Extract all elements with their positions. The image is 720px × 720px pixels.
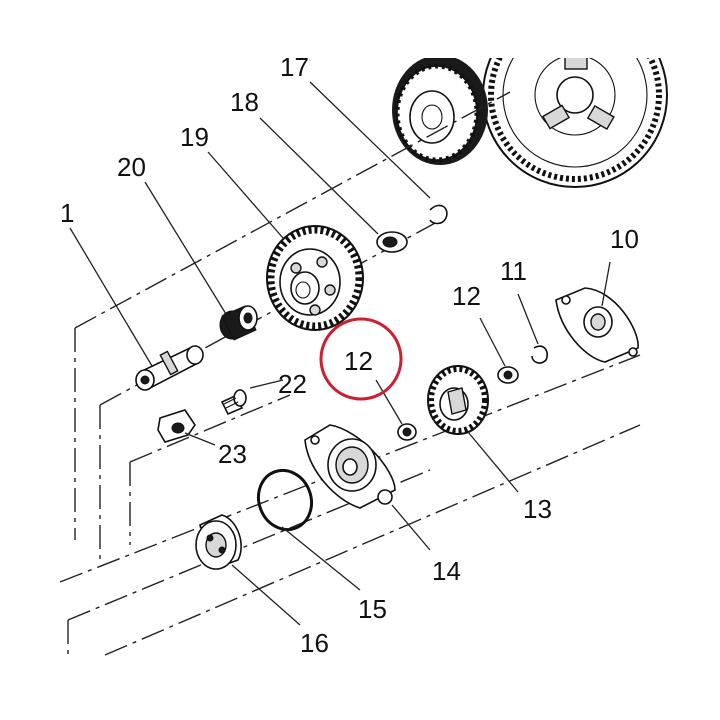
label-part-16: 16 xyxy=(300,628,329,658)
label-part-11: 11 xyxy=(500,256,527,286)
leader-lines xyxy=(69,81,611,626)
label-part-1: 1 xyxy=(60,198,74,228)
label-part-12-highlighted: 12 xyxy=(344,346,373,376)
label-part-17: 17 xyxy=(280,52,309,82)
upper-gear-icon xyxy=(392,58,488,165)
circlip-11-icon xyxy=(531,345,549,364)
label-part-22: 22 xyxy=(278,369,307,399)
label-part-15: 15 xyxy=(358,594,387,624)
needle-bearing-icon xyxy=(219,305,258,341)
label-part-10: 10 xyxy=(610,224,639,254)
circlip-17-icon xyxy=(429,204,448,225)
label-part-18: 18 xyxy=(230,87,259,117)
washer-18-icon xyxy=(376,231,408,253)
large-gear-icon xyxy=(482,58,668,188)
retaining-clip-icon xyxy=(157,409,196,443)
label-part-23: 23 xyxy=(218,439,247,469)
shaft-icon xyxy=(135,345,204,391)
label-part-20: 20 xyxy=(117,152,146,182)
label-part-14: 14 xyxy=(432,556,461,586)
washer-12-lower-icon xyxy=(397,423,417,441)
rotor-icon xyxy=(195,514,242,570)
o-ring-icon xyxy=(257,468,313,532)
washer-12-upper-icon xyxy=(497,366,519,384)
cover-plate-icon xyxy=(555,287,639,363)
label-part-13: 13 xyxy=(523,494,552,524)
gear-icon xyxy=(266,225,364,331)
highlight-circle xyxy=(319,317,403,401)
screw-icon xyxy=(220,389,247,416)
label-part-12-upper: 12 xyxy=(452,281,481,311)
pump-body-icon xyxy=(304,424,396,509)
label-part-19: 19 xyxy=(180,122,209,152)
pump-gear-icon xyxy=(427,365,489,435)
part-labels: 1 20 19 18 17 10 11 12 12 22 23 13 14 15… xyxy=(60,52,639,658)
